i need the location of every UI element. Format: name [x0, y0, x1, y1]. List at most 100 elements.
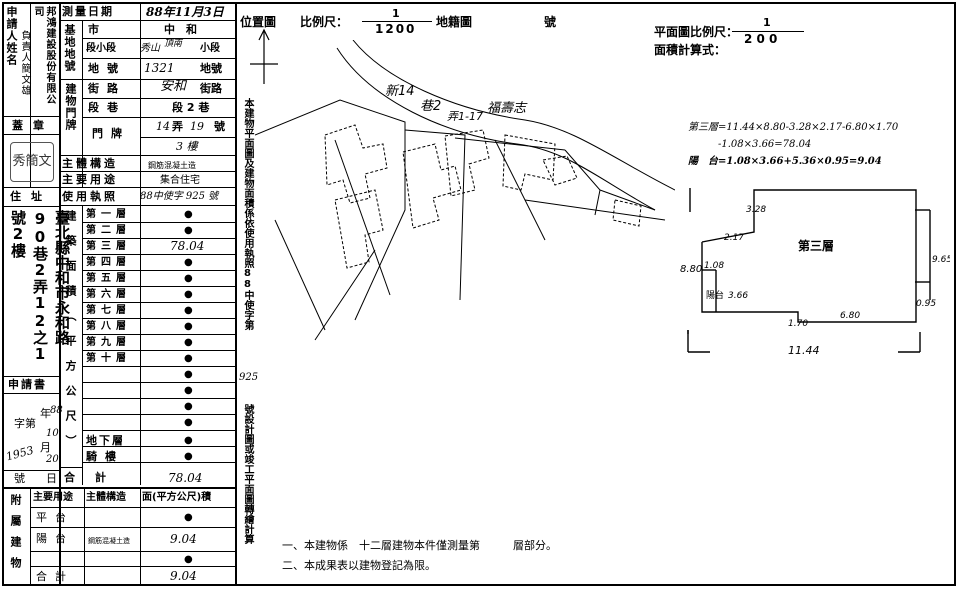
calc-line-1: 第三層=11.44×8.80-3.28×2.17-6.80×1.70 [688, 122, 899, 133]
responsible-person: 負責人簡文雄 [19, 30, 30, 96]
location-label: 位置圖 [240, 15, 277, 29]
city-label: 市 [88, 23, 99, 36]
applicant-label: 申請人姓名 [5, 6, 18, 66]
month-value: 10 [46, 428, 59, 439]
plan-balcony-label: 陽台 [706, 289, 724, 301]
month-label: 月 [40, 441, 51, 454]
door-no: 19 [190, 120, 204, 133]
building-door-label: 建物門牌 [64, 83, 77, 131]
road-label-d: 福壽志 [487, 101, 528, 116]
cadastral-label: 地籍圖 [436, 15, 473, 29]
floor-row-label: 第十層 [86, 353, 131, 364]
plan-scale-num: 1 [763, 16, 771, 29]
door-lane: 14 [156, 120, 170, 133]
plan-dim-108: 1.08 [704, 261, 724, 271]
plan-dim-328: 3.28 [746, 205, 766, 215]
attached-col-area: 面(平方公尺)積 [142, 492, 212, 503]
calc-line-3: 陽 台=1.08×3.66+5.36×0.95=9.04 [688, 156, 882, 167]
floor-row-value: ● [184, 289, 193, 300]
attached-label: 附屬建物 [9, 494, 22, 578]
applicant-name: 邦鴻建設股份有限公司 [32, 6, 55, 105]
year-label: 年 [40, 407, 51, 420]
floor-row-label: 第二層 [86, 225, 131, 236]
blank-row-value: ● [184, 401, 193, 412]
lot-value: 1321 [144, 61, 175, 75]
basement-value: ● [184, 435, 193, 446]
map-scale-num: 1 [392, 7, 400, 20]
north-arrow-icon [250, 28, 278, 84]
street-label: 街路 [88, 82, 126, 95]
floor-row-value: ● [184, 225, 193, 236]
door-label: 門牌 [92, 127, 130, 140]
total-label: 合計 [64, 471, 126, 484]
plan-dim-366: 3.66 [728, 291, 748, 301]
middle-license-no: 925 [239, 372, 259, 383]
floor-row-label: 第三層 [86, 241, 131, 252]
floor-row-label: 第五層 [86, 273, 131, 284]
char-no-label: 字第 [14, 417, 36, 430]
location-map: 新14 巷2 弄1-17 福壽志 [255, 40, 675, 341]
floor-row-value: 78.04 [170, 239, 205, 253]
application-label: 申請書 [8, 378, 47, 391]
seal-label: 蓋章 [12, 119, 54, 132]
plan-floor-label: 第三層 [798, 238, 834, 253]
plan-scale-label: 平面圖比例尺： [654, 25, 739, 39]
attached-row-3-area: ● [184, 554, 193, 565]
plan-dim-left: 8.80 [680, 264, 702, 275]
section-value-2: 頂南 [164, 39, 183, 49]
floor-plan: 第三層 11.44 8.80 6.80 2.17 3.28 1.08 0.95 … [680, 188, 950, 357]
plan-dim-217: 2.17 [724, 233, 744, 243]
floor-row-value: ● [184, 305, 193, 316]
section-value: 秀山 [140, 43, 160, 54]
survey-date-label: 測量日期 [62, 5, 114, 18]
floor-row-label: 第八層 [86, 321, 131, 332]
road-label-a: 新14 [385, 84, 415, 99]
calc-label: 面積計算式： [654, 43, 727, 57]
floor-row-label: 第九層 [86, 337, 131, 348]
plan-dim-bottom: 11.44 [788, 344, 820, 357]
plan-dim-095: 0.95 [916, 299, 936, 309]
floor-row-label: 第六層 [86, 289, 131, 300]
calc-line-2: -1.08×3.66=78.04 [718, 139, 812, 150]
map-scale-den: 1200 [375, 22, 417, 36]
plan-dim-170: 1.70 [788, 319, 808, 329]
small-section-label: 小段 [200, 43, 220, 54]
middle-title-2: 號設計圖或竣工平面圖轉繪計算 [242, 404, 253, 544]
attached-col-use: 主要用途 [33, 492, 73, 503]
door-suffix: 號 [214, 120, 225, 133]
blank-row-value: ● [184, 385, 193, 396]
site-label: 基地地號 [63, 24, 76, 72]
attached-total-label: 合計 [36, 570, 74, 583]
note-1: 一、本建物係 十二層建物本件僅測量第 層部分。 [282, 539, 557, 552]
blank-row-value: ● [184, 369, 193, 380]
main-use-label: 主要用途 [62, 173, 118, 186]
section-label: 段小段 [86, 43, 116, 54]
day-value: 20 [46, 454, 59, 465]
main-structure-label: 主體構造 [62, 157, 118, 170]
arcade-value: ● [184, 451, 193, 462]
basement-label: 地下層 [86, 434, 125, 447]
address-value: 臺北縣中和市永和路90巷2弄12之1號2樓 [9, 210, 71, 363]
plan-scale-den: 2 0 0 [744, 32, 778, 46]
floor-row-value: ● [184, 209, 193, 220]
main-structure-value: 鋼筋混凝土造 [148, 161, 196, 170]
section-lane-label: 段巷 [88, 101, 126, 114]
attached-row-2-structure: 鋼筋混凝土造 [88, 537, 130, 545]
number-label: 號 [14, 472, 25, 485]
address-label: 住址 [10, 190, 52, 203]
lot-label: 地號 [88, 62, 126, 75]
floor-row-label: 第七層 [86, 305, 131, 316]
city-value: 中 和 [164, 23, 197, 36]
street-suffix: 街路 [200, 82, 222, 95]
street-value: 安和 [160, 79, 187, 94]
road-label-c: 弄1-17 [447, 110, 483, 123]
main-use-value: 集合住宅 [160, 175, 200, 186]
floor-row-value: ● [184, 321, 193, 332]
middle-title: 本建物平面圖及建物面積係依使用執照88中使字第 [242, 98, 253, 330]
road-label-b: 巷2 [420, 99, 441, 114]
attached-row-2-area: 9.04 [170, 532, 197, 546]
map-scale-label: 比例尺： [300, 15, 349, 29]
door-alley: 弄 [172, 120, 183, 133]
license-label: 使用執照 [62, 190, 118, 203]
